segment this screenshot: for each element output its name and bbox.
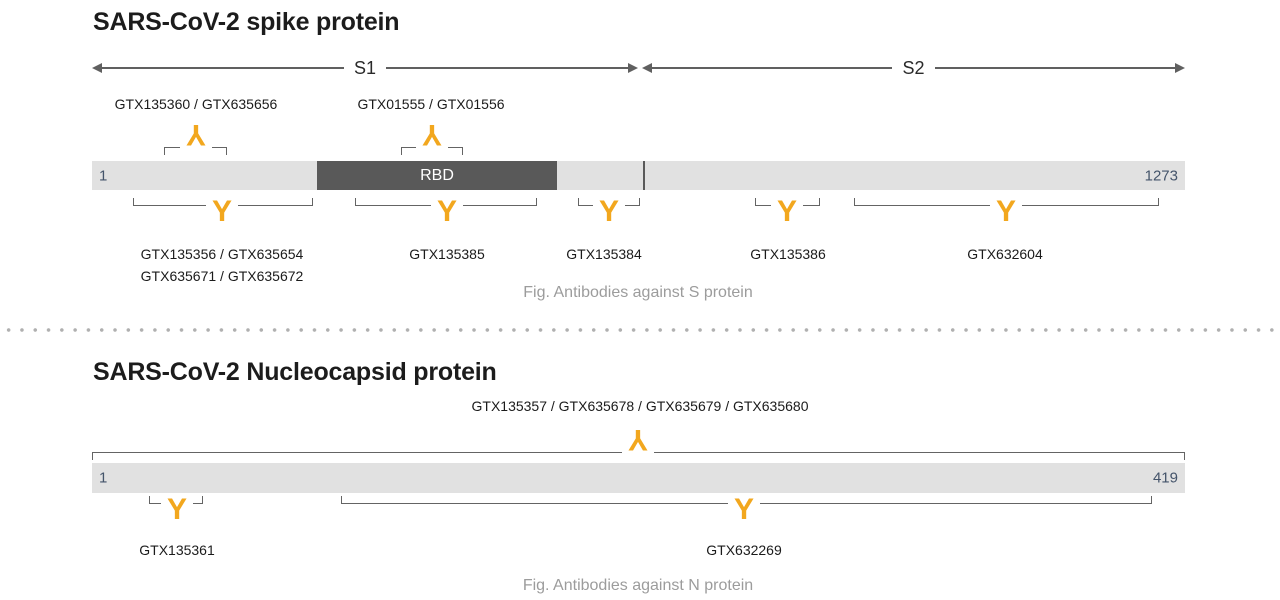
arrowhead-left-icon — [92, 63, 102, 73]
s1-range-arrow: S1 — [92, 58, 638, 78]
s2-region-label: S2 — [902, 58, 925, 78]
gtx-label: GTX632269 — [706, 542, 782, 558]
gtx-label: GTX632604 — [967, 246, 1043, 262]
antibody-icon: Y — [160, 495, 194, 525]
antibody-icon: Y — [415, 118, 449, 151]
gtx-label: GTX135357 / GTX635678 / GTX635679 / GTX6… — [471, 398, 809, 414]
antibody-icon: Y — [727, 495, 761, 525]
nucleocapsid-protein-bar: 1 419 — [92, 463, 1185, 493]
gtx-label: GTX135361 — [139, 542, 215, 558]
gtx-label: GTX135386 — [750, 246, 826, 262]
section-divider — [0, 327, 1280, 333]
antibody-icon: Y — [770, 197, 804, 227]
arrow-line — [102, 67, 344, 69]
antibody-icon: Y — [205, 197, 239, 227]
arrowhead-left-icon — [642, 63, 652, 73]
gtx-label: GTX01555 / GTX01556 — [357, 96, 505, 112]
arrowhead-right-icon — [628, 63, 638, 73]
residue-end: 419 — [1152, 469, 1178, 487]
nucleocapsid-figure-caption: Fig. Antibodies against N protein — [522, 577, 754, 594]
arrow-line — [386, 67, 628, 69]
antibody-icon: Y — [179, 118, 213, 151]
spike-protein-bar: 1 RBD 1273 — [92, 161, 1185, 190]
residue-start: 1 — [99, 469, 108, 487]
residue-end: 1273 — [1144, 167, 1178, 184]
s2-range-arrow: S2 — [642, 58, 1185, 78]
gtx-label: GTX135356 / GTX635654 — [140, 246, 304, 262]
arrowhead-right-icon — [1175, 63, 1185, 73]
gtx-label: GTX135360 / GTX635656 — [114, 96, 278, 112]
gtx-label: GTX135384 — [566, 246, 642, 262]
antibody-icon: Y — [621, 423, 655, 456]
arrow-line — [934, 67, 1175, 69]
gtx-label: GTX135385 — [409, 246, 485, 262]
spike-figure-caption: Fig. Antibodies against S protein — [523, 284, 753, 301]
antibody-icon: Y — [592, 197, 626, 227]
arrow-line — [652, 67, 893, 69]
rbd-domain: RBD — [317, 161, 557, 190]
residue-start: 1 — [99, 167, 108, 184]
s1-region-label: S1 — [353, 58, 377, 78]
antibody-icon: Y — [430, 197, 464, 227]
s1-s2-boundary — [643, 161, 645, 190]
spike-section-title: SARS-CoV-2 spike protein — [93, 8, 400, 36]
antibody-icon: Y — [989, 197, 1023, 227]
nucleocapsid-section-title: SARS-CoV-2 Nucleocapsid protein — [93, 358, 497, 386]
gtx-label: GTX635671 / GTX635672 — [140, 268, 304, 284]
